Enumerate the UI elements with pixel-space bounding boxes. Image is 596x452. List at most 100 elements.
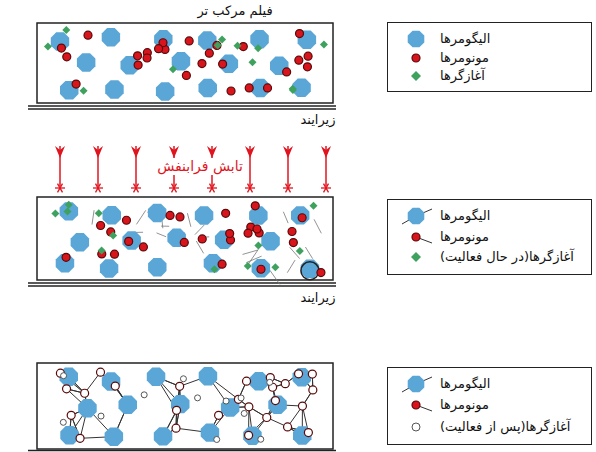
oligomer <box>250 372 269 391</box>
monomer <box>139 243 147 251</box>
monomer <box>182 71 190 79</box>
monomer <box>244 229 252 237</box>
legend-swatch <box>396 417 436 437</box>
oligomer <box>199 79 218 98</box>
chain <box>187 213 190 227</box>
monomer <box>213 41 221 49</box>
oligomer <box>252 259 271 278</box>
monomer <box>125 237 133 245</box>
monomer <box>264 84 272 92</box>
initiator <box>309 202 317 210</box>
uv-star <box>210 184 215 193</box>
monomer <box>308 370 316 378</box>
monomer <box>111 382 119 390</box>
uv-star <box>248 184 253 193</box>
oligomer <box>201 423 220 441</box>
monomer <box>63 385 71 393</box>
monomer <box>245 403 253 411</box>
oligomer <box>220 55 239 73</box>
uv-label: تابش فرابنفش <box>154 158 246 175</box>
uv-star <box>134 184 139 193</box>
spent-initiator <box>214 436 220 442</box>
monomer <box>215 411 223 419</box>
film <box>37 197 333 280</box>
legend-text: آغازگرها(در حال فعالیت) <box>440 249 574 265</box>
monomer <box>62 253 70 261</box>
uv-star <box>96 184 101 193</box>
legend-monomer <box>412 233 420 241</box>
initiator <box>65 201 73 209</box>
legend-row: الیگومرها <box>396 206 585 226</box>
spent-initiator <box>267 379 273 385</box>
substrate <box>28 282 336 284</box>
monomer <box>251 202 259 210</box>
spent-initiator <box>195 395 201 401</box>
chain <box>243 250 258 254</box>
substrate <box>28 285 336 287</box>
oligomer <box>195 206 214 225</box>
monomer <box>176 382 184 390</box>
oligomer <box>261 232 280 251</box>
uv-star <box>96 184 101 193</box>
chain <box>195 225 204 235</box>
chain <box>136 210 145 224</box>
film <box>37 363 333 449</box>
spent-initiator <box>180 376 186 382</box>
oligomer <box>102 28 120 47</box>
oligomer <box>171 395 190 413</box>
legend-swatch <box>396 227 436 247</box>
monomer <box>97 222 105 230</box>
uv-star <box>210 184 215 193</box>
substrate <box>28 108 336 110</box>
monomer <box>185 37 193 45</box>
monomer <box>298 214 306 222</box>
uv-star <box>58 184 63 193</box>
initiator <box>271 263 279 271</box>
monomer <box>284 423 292 431</box>
uv-arrowhead <box>207 146 217 158</box>
legend-initiator <box>411 252 421 262</box>
film <box>37 23 333 103</box>
uv-star <box>248 184 253 193</box>
legend-row: آغازگرها(پس از فعالیت) <box>396 417 585 437</box>
uv-arrowhead <box>283 146 293 158</box>
chain <box>283 212 288 223</box>
oligomer <box>105 427 124 446</box>
legend-row: الیگومرها <box>396 29 585 49</box>
legend-monomer <box>412 54 420 62</box>
monomer <box>295 56 303 64</box>
oligomer <box>156 82 175 101</box>
monomer <box>81 389 89 397</box>
oligomer <box>105 80 124 99</box>
initiator <box>249 58 257 66</box>
monomer <box>84 31 92 39</box>
monomer <box>226 230 234 238</box>
legend-box: الیگومرهامونومرهاآغازگرها <box>387 22 592 92</box>
film-title: فیلم مرکب تر <box>197 3 272 19</box>
monomer <box>283 68 291 76</box>
monomer <box>72 80 80 88</box>
initiator <box>44 42 52 50</box>
monomer <box>219 60 227 68</box>
monomer <box>155 45 163 53</box>
substrate-label: زیرایند <box>300 112 335 128</box>
oligomer <box>122 231 140 250</box>
monomer <box>227 87 235 95</box>
monomer <box>303 63 311 71</box>
uv-star <box>172 184 177 193</box>
substrate <box>28 105 336 107</box>
uv-star <box>324 184 329 193</box>
initiator <box>62 26 70 34</box>
monomer <box>134 52 142 60</box>
monomer <box>288 227 296 235</box>
legend-text: آغازگرها <box>440 68 485 84</box>
initiator <box>234 42 242 50</box>
monomer <box>76 434 84 442</box>
monomer <box>304 429 312 437</box>
monomer <box>243 377 251 385</box>
monomer <box>296 30 304 38</box>
uv-arrowhead <box>245 146 255 158</box>
initiator <box>244 262 252 270</box>
legend-initiator <box>411 71 421 81</box>
legend-swatch <box>396 395 436 415</box>
